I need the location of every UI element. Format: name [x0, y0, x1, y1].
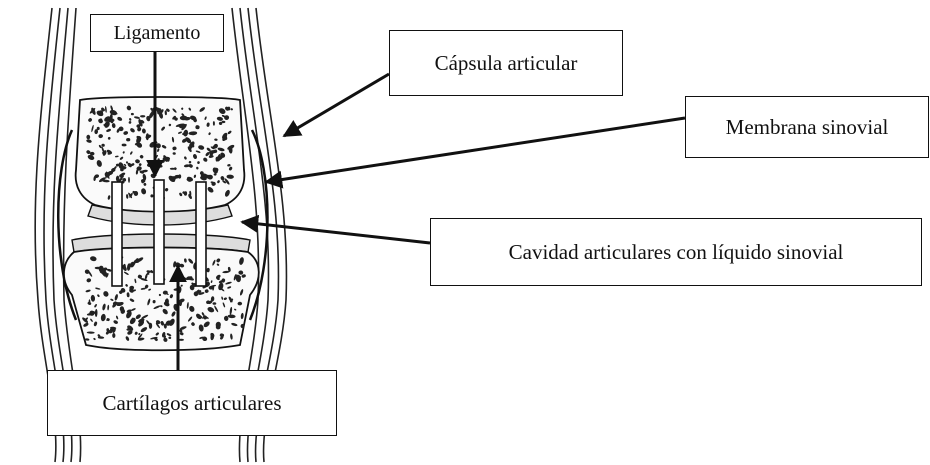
arrow-capsula — [284, 74, 389, 136]
label-membrana-sinovial: Membrana sinovial — [685, 96, 929, 158]
arrow-membrana — [266, 118, 685, 182]
arrow-cavidad — [242, 222, 430, 243]
label-ligamento: Ligamento — [90, 14, 224, 52]
label-capsula-articular: Cápsula articular — [389, 30, 623, 96]
label-cavidad-articular: Cavidad articulares con líquido sinovial — [430, 218, 922, 286]
label-cartilagos-articulares: Cartílagos articulares — [47, 370, 337, 436]
